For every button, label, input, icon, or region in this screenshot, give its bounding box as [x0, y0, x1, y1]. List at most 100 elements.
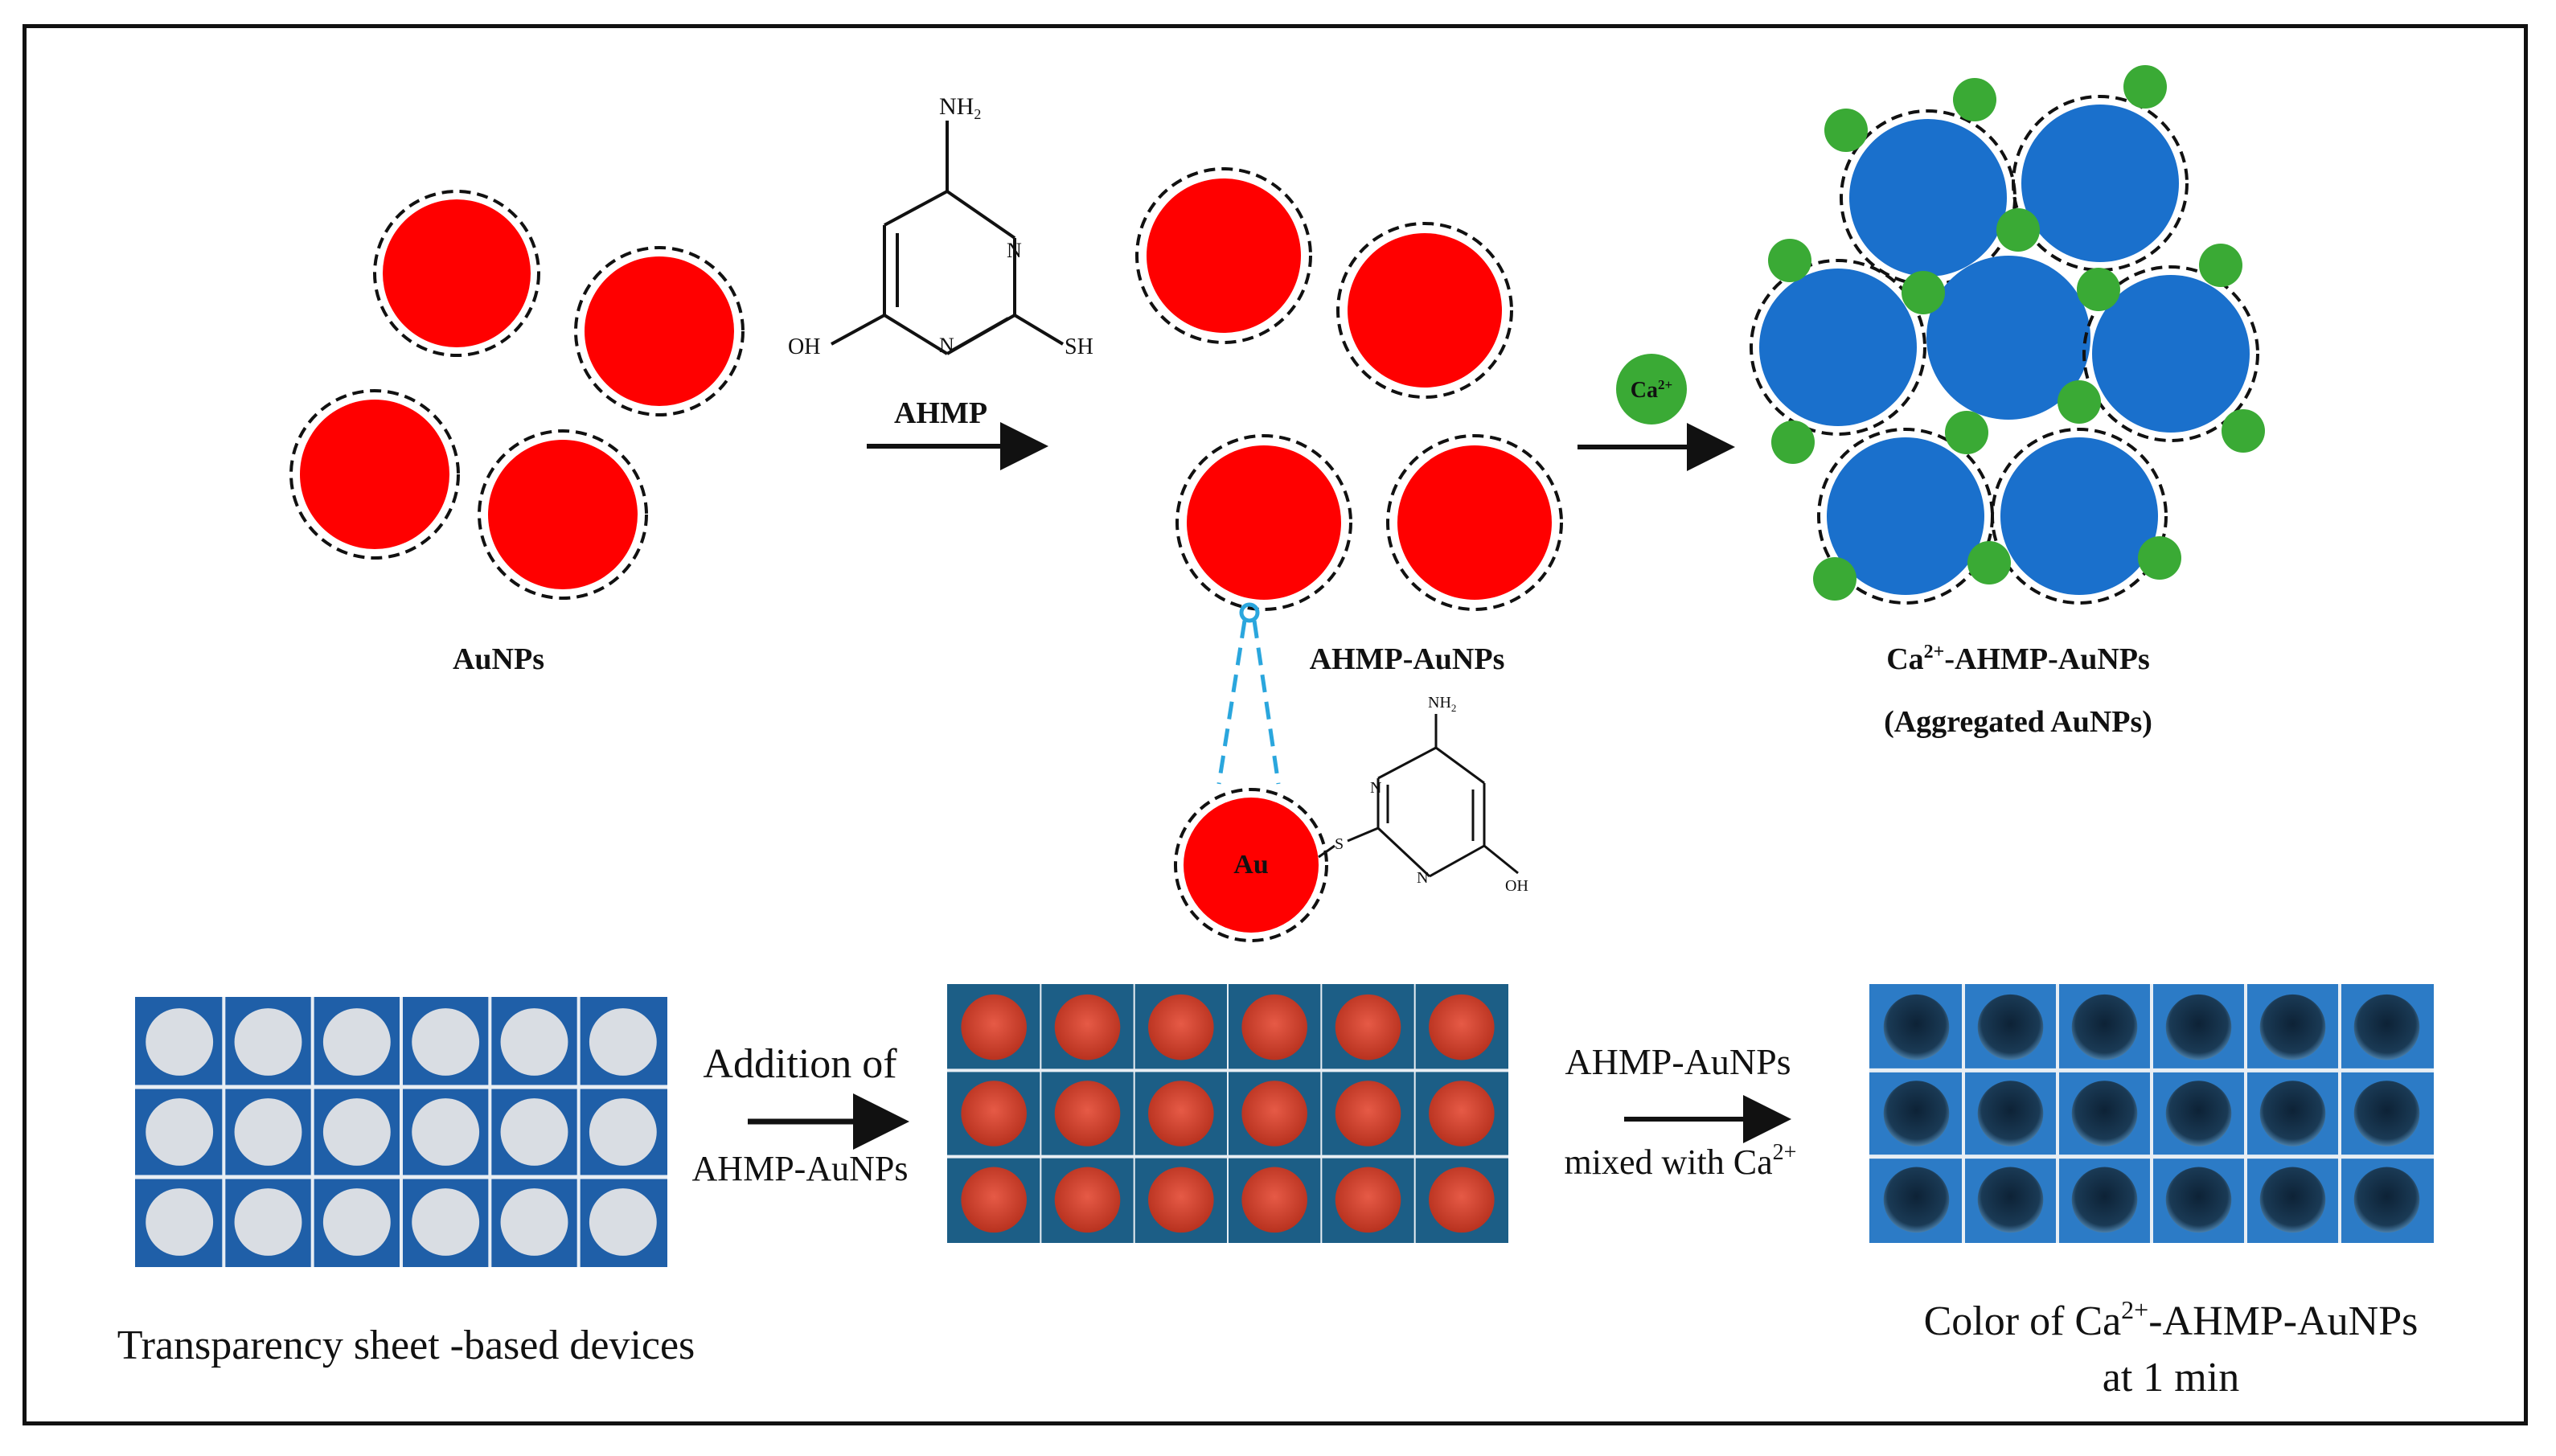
ahmp-aunp-particle	[1386, 434, 1563, 611]
bound-ahmp-structure	[1318, 714, 1519, 878]
plate-well	[1148, 994, 1214, 1060]
plate-well	[961, 1167, 1027, 1233]
plate-well	[2259, 994, 2326, 1060]
ca-ahmp-aunps-label: Ca2+-AHMP-AuNPs	[1886, 642, 2150, 676]
plate-well	[1883, 994, 1950, 1060]
calcium-ion	[2077, 268, 2120, 311]
calcium-ion-reagent: Ca2+	[1616, 354, 1687, 424]
ahmp-aunp-particle	[1135, 167, 1312, 344]
plate-well	[2071, 1081, 2138, 1146]
calcium-ion	[2123, 65, 2167, 109]
plate-well	[2071, 994, 2138, 1060]
zoom-link	[1216, 602, 1281, 785]
mixed-with-ca-label: mixed with Ca2+	[1565, 1140, 1797, 1182]
calcium-ion	[1945, 411, 1988, 454]
aggregated-particle	[1991, 428, 2168, 605]
oh-group: OH	[1505, 877, 1528, 895]
au-core-label: Au	[1233, 850, 1268, 880]
calcium-ion	[2138, 536, 2181, 580]
calcium-ion	[1996, 208, 2040, 252]
mixed-ahmp-aunps-label: AHMP-AuNPs	[1565, 1041, 1791, 1082]
plate-well	[1977, 1081, 2044, 1146]
plate-well	[1054, 1081, 1121, 1146]
plate-well	[146, 1098, 214, 1166]
ring-nitrogen-label: N	[1370, 779, 1381, 797]
addition-of-label: Addition of	[703, 1041, 897, 1087]
plate-well	[322, 1008, 391, 1076]
plate-well	[412, 1188, 480, 1256]
aggregated-particle	[1750, 259, 1926, 436]
aggregated-note-label: (Aggregated AuNPs)	[1884, 705, 2152, 739]
plate-well	[146, 1188, 214, 1256]
plate-well	[589, 1098, 657, 1166]
ahmp-aunps-device-plate	[947, 984, 1508, 1243]
color-caption-line1: Color of Ca2+-AHMP-AuNPs	[1924, 1295, 2419, 1344]
ahmp-aunps-cluster	[1135, 167, 1563, 611]
calcium-ion	[1967, 541, 2011, 584]
plate-well	[322, 1188, 391, 1256]
plate-well	[1429, 1167, 1495, 1233]
plate-well	[234, 1188, 302, 1256]
calcium-ion	[1953, 78, 1996, 121]
plate-well	[1977, 1167, 2044, 1233]
svg-text:Ca2+: Ca2+	[1631, 377, 1672, 403]
plate-well	[1429, 994, 1495, 1060]
aunps-cluster	[289, 190, 745, 600]
calcium-ion	[1771, 420, 1815, 464]
plate-well	[961, 1081, 1027, 1146]
aggregated-particle	[1926, 256, 2090, 420]
aunp-particle	[373, 190, 540, 357]
aunps-label: AuNPs	[453, 642, 544, 676]
blank-device-plate	[135, 997, 667, 1267]
ring-nitrogen-label: N	[1417, 869, 1428, 887]
plate-well	[589, 1188, 657, 1256]
plate-well	[1241, 994, 1307, 1060]
plate-well	[1883, 1081, 1950, 1146]
plate-well	[1241, 1167, 1307, 1233]
plate-well	[1054, 1167, 1121, 1233]
plate-well	[2165, 1167, 2232, 1233]
ahmp-aunp-particle	[1175, 434, 1352, 611]
plate-well	[2353, 994, 2420, 1060]
ring-nitrogen-label: N	[939, 334, 954, 357]
plate-well	[1148, 1081, 1214, 1146]
color-caption-line2: at 1 min	[2103, 1355, 2239, 1401]
plate-well	[500, 1188, 568, 1256]
calcium-ion	[2222, 409, 2265, 453]
ahmp-aunps-label: AHMP-AuNPs	[1310, 642, 1505, 676]
sulfur-label: S	[1335, 835, 1344, 853]
plate-well	[146, 1008, 214, 1076]
oh-group: OH	[788, 334, 820, 359]
plate-well	[412, 1008, 480, 1076]
ahmp-label: AHMP	[894, 396, 987, 430]
plate-well	[961, 994, 1027, 1060]
aggregated-particle	[2012, 95, 2189, 272]
au-ahmp-zoom	[1174, 788, 1328, 942]
ahmp-aunps-reagent-label: AHMP-AuNPs	[692, 1149, 909, 1188]
calcium-ion	[1813, 557, 1856, 601]
plate-well	[412, 1098, 480, 1166]
devices-caption: Transparency sheet -based devices	[117, 1323, 695, 1368]
plate-well	[589, 1008, 657, 1076]
aggregated-particle	[2082, 265, 2259, 442]
nh2-group: NH2	[1428, 694, 1456, 714]
plate-well	[234, 1008, 302, 1076]
plate-well	[322, 1098, 391, 1166]
plate-well	[1335, 1081, 1401, 1146]
plate-well	[2353, 1081, 2420, 1146]
plate-well	[1335, 1167, 1401, 1233]
calcium-ion	[1768, 239, 1811, 282]
ahmp-structure	[831, 121, 1065, 355]
plate-well	[1148, 1167, 1214, 1233]
aunp-particle	[478, 429, 648, 600]
aunp-particle	[574, 246, 745, 416]
calcium-ion	[2199, 244, 2242, 287]
aunp-particle	[289, 389, 460, 560]
nh2-group: NH2	[939, 93, 981, 122]
plate-well	[2259, 1081, 2326, 1146]
plate-well	[2165, 1081, 2232, 1146]
plate-well	[500, 1098, 568, 1166]
plate-well	[1883, 1167, 1950, 1233]
